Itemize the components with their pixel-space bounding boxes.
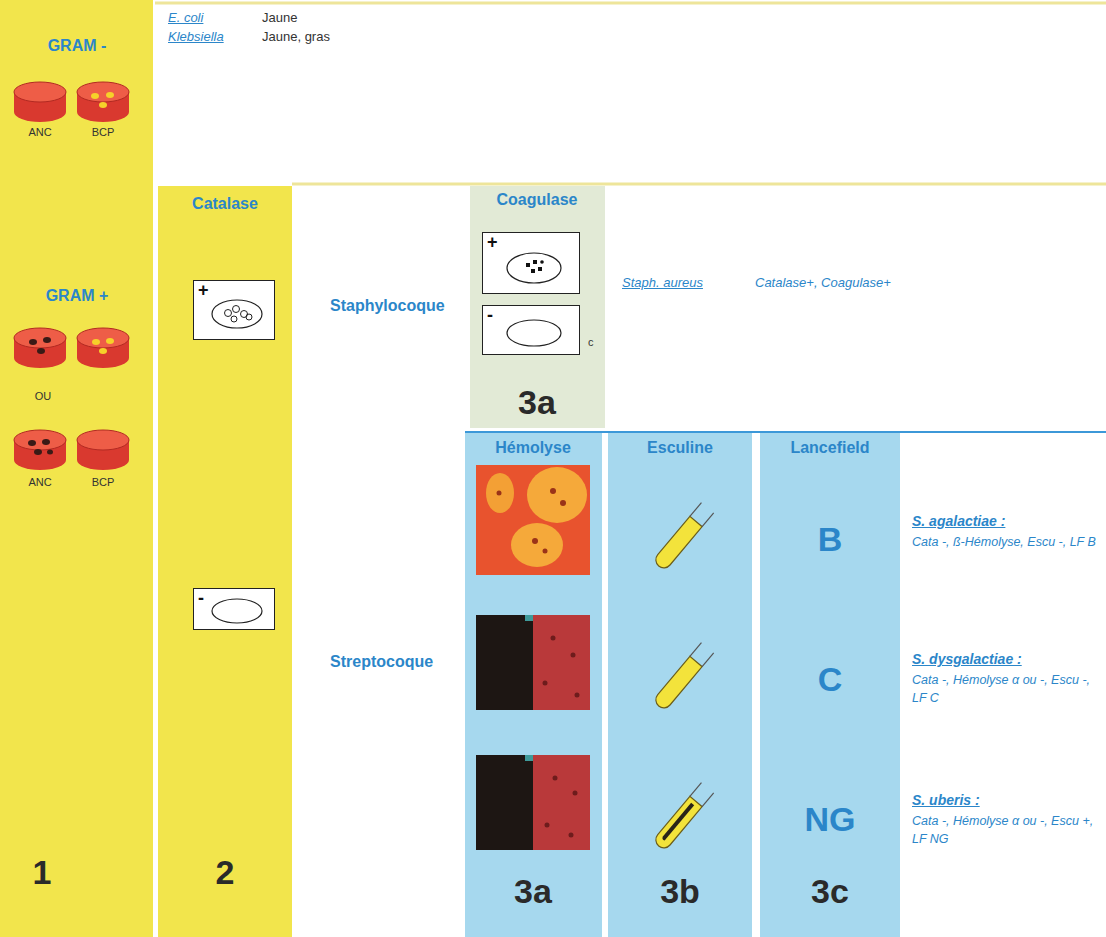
coagulase-panel: Coagulase 3a + - [470, 186, 605, 428]
colony-colour: Jaune, gras [262, 29, 330, 45]
panel-heading: GRAM - [2, 36, 152, 55]
species-name: E. coli [168, 10, 203, 26]
result-sign: + [487, 232, 498, 254]
catalase-band: Catalase 2 + - [158, 186, 292, 937]
genus-name: Streptocoque [330, 652, 433, 671]
hemolysis-column: Hémolyse 3a [465, 433, 602, 937]
coagulase-negative [482, 305, 580, 355]
result-box: + [482, 232, 580, 294]
species-profile: Catalase+, Coagulase+ [755, 275, 891, 291]
panel-heading: Catalase [160, 194, 290, 213]
dish-label: BCP [78, 126, 128, 139]
result-sign: - [487, 305, 493, 327]
step-number: 3a [493, 871, 573, 912]
lancefield-column: LancefieldB C NG 3c [760, 433, 900, 937]
step-number: 3c [790, 871, 870, 912]
species-profile: Cata -, Hémolyse α ou -, Escu +, LF NG [912, 813, 1100, 848]
step-number: 3a [497, 382, 577, 423]
result-sign: - [198, 588, 204, 610]
species-profile: Cata -, Hémolyse α ou -, Escu -, LF C [912, 672, 1100, 707]
panel-heading: GRAM + [2, 286, 152, 305]
species-profile: Cata -, ß-Hémolyse, Escu -, LF B [912, 534, 1100, 552]
species-name: S. agalactiae : [912, 513, 1005, 530]
panel-heading: Esculine [611, 438, 749, 457]
group-letter: C [780, 659, 880, 700]
panel-heading: Hémolyse [467, 438, 599, 457]
genus-name: Staphylocoque [330, 296, 445, 315]
step-number: 1 [12, 852, 72, 893]
dish-label: BCP [78, 476, 128, 489]
stray-mark: c [588, 336, 594, 349]
species-name: Staph. aureus [622, 275, 703, 291]
colony-colour: Jaune [262, 10, 297, 26]
esculin-column: Esculine 3b [608, 433, 752, 937]
gram-band: GRAM - ANC BCP GRAM + OU ANC BCP 1 [0, 0, 153, 937]
species-name: Klebsiella [168, 29, 224, 45]
result-box: - [482, 305, 580, 355]
group-letter: B [780, 519, 880, 560]
or-label: OU [23, 390, 63, 403]
result-box: + [193, 280, 275, 340]
result-sign: + [198, 280, 209, 302]
species-name: S. dysgalactiae : [912, 651, 1022, 668]
panel-heading: Coagulase [472, 190, 602, 209]
group-letter: NG [780, 799, 880, 840]
hemolysis-photos [465, 433, 602, 937]
dish-label: ANC [15, 476, 65, 489]
esculin-tubes [608, 433, 752, 937]
step-number: 2 [185, 852, 265, 893]
panel-heading: Lancefield [763, 438, 897, 457]
dish-label: ANC [15, 126, 65, 139]
result-box: - [193, 588, 275, 630]
catalase-negative [193, 588, 275, 630]
species-name: S. uberis : [912, 792, 980, 809]
step-number: 3b [640, 871, 720, 912]
petri-dishes [0, 0, 153, 937]
